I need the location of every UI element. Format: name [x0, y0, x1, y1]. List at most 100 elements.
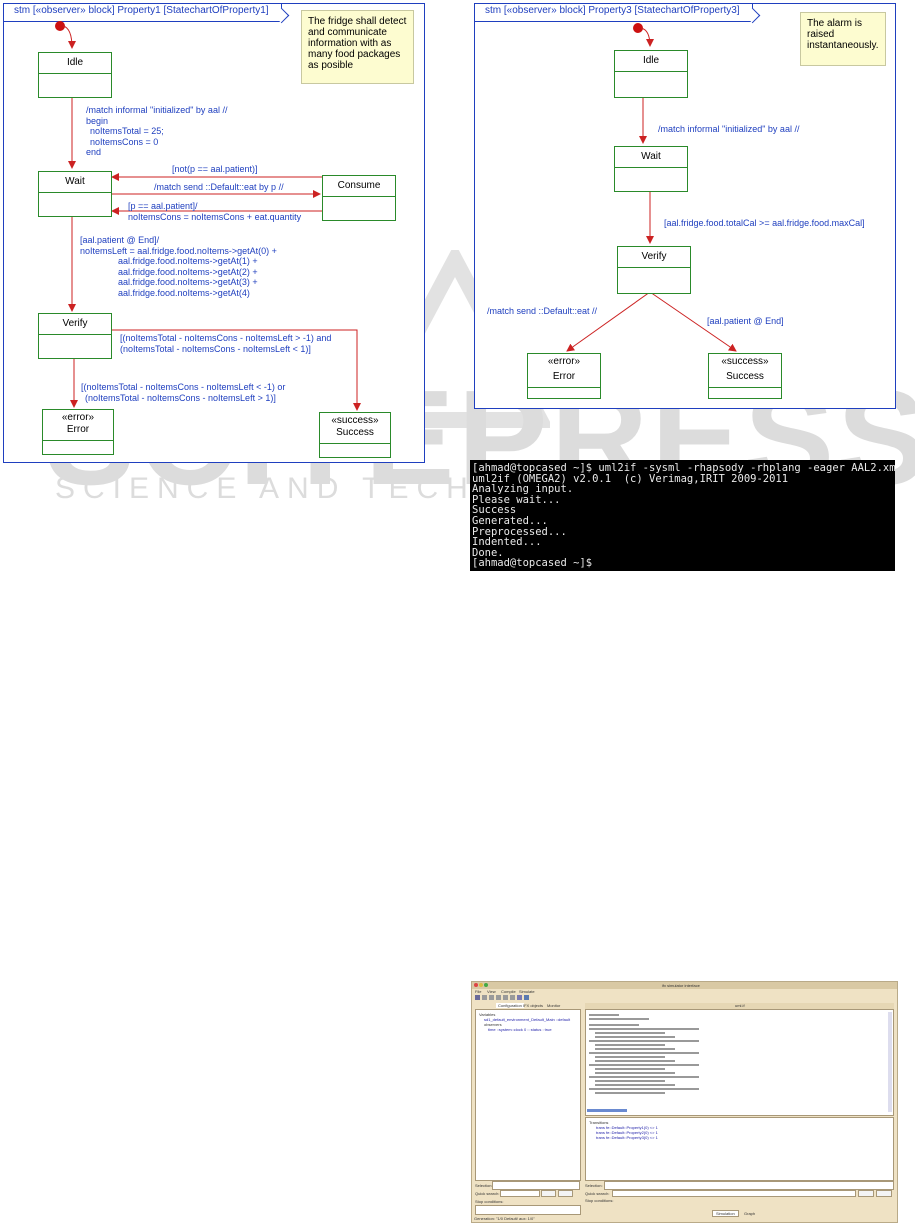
transition-item[interactable]: trans fe::Default::Property1(0) <> 1: [596, 1125, 658, 1130]
search-prev-button-right[interactable]: [858, 1190, 874, 1197]
search-prev-button[interactable]: [541, 1190, 556, 1197]
editor-titlebar: uml.if: [585, 1003, 894, 1009]
note-line: instantaneously.: [807, 40, 879, 51]
minimize-icon[interactable]: [479, 983, 483, 987]
transition-label-error-guard: [(noItemsTotal - noItemsCons - noItemsLe…: [81, 382, 286, 403]
transition-label-success-guard: [(noItemsTotal - noItemsCons - noItemsLe…: [120, 333, 332, 354]
frame-title: stm [«observer» block] Property3 [Statec…: [475, 4, 753, 22]
state-name: Wait: [615, 147, 687, 168]
terminal-line: uml2if (OMEGA2) v2.0.1 (c) Verimag,IRIT …: [472, 472, 789, 485]
state-success: «success» Success: [708, 353, 782, 399]
note-line: information with as: [308, 38, 392, 49]
left-tabbar: Configuration IFX objects Monitor: [496, 1003, 576, 1008]
terminal-line: Indented...: [472, 536, 542, 549]
search-next-button[interactable]: [558, 1190, 573, 1197]
transition-label-match-send: /match send ::Default::eat by p //: [154, 182, 284, 192]
tab-monitor[interactable]: Monitor: [547, 1003, 561, 1008]
terminal-line: Success: [472, 504, 517, 517]
state-name: Success: [726, 371, 764, 382]
settings-icon[interactable]: [524, 995, 529, 1000]
note-property3: The alarm is raised instantaneously.: [800, 12, 886, 66]
maximize-icon[interactable]: [484, 983, 488, 987]
back-icon[interactable]: [489, 995, 494, 1000]
editor-selection-highlight: [587, 1109, 627, 1112]
quick-search-input-right[interactable]: [612, 1190, 856, 1197]
tree-item[interactable]: time ::system::clock 0 :: status : true: [488, 1027, 552, 1032]
state-verify: Verify: [38, 313, 112, 359]
code-lines: [589, 1012, 869, 1096]
ifx-simulator-window: ifx simulator interface File View Compil…: [471, 981, 898, 1223]
note-line: The fridge shall detect: [308, 16, 407, 27]
tree-item[interactable]: observers: [484, 1022, 502, 1027]
transition-item[interactable]: trans fe::Default::Property3(0) <> 1: [596, 1135, 658, 1140]
transitions-property3: [566, 23, 737, 352]
terminal-line: Done.: [472, 546, 504, 559]
search-next-button-right[interactable]: [876, 1190, 892, 1197]
note-line: and communicate: [308, 27, 387, 38]
terminal-line: Preprocessed...: [472, 525, 567, 538]
transition-label-patient: [p == aal.patient]/ noItemsCons = noItem…: [128, 201, 302, 222]
tab-simulation[interactable]: Simulation: [712, 1210, 739, 1217]
filter-icon[interactable]: [517, 995, 522, 1000]
state-verify: Verify: [617, 246, 691, 294]
state-success: «success» Success: [319, 412, 391, 458]
stop-conditions-label: Stop conditions:: [475, 1199, 504, 1204]
tab-ifx-objects[interactable]: IFX objects: [523, 1003, 544, 1008]
window-title: ifx simulator interface: [662, 983, 700, 988]
state-name: Error: [552, 371, 576, 382]
terminal-output: [ahmad@topcased ~]$ uml2if -sysml -rhaps…: [470, 460, 895, 571]
state-name: Error: [66, 424, 90, 435]
state-error: «error» Error: [42, 409, 114, 455]
tree-item[interactable]: Variables: [479, 1012, 496, 1017]
state-idle: Idle: [38, 52, 112, 98]
selection-field-right[interactable]: [604, 1181, 894, 1190]
state-wait: Wait: [38, 171, 112, 217]
state-name: Success: [336, 427, 374, 438]
selection-field[interactable]: [492, 1181, 580, 1190]
stop-conditions-field[interactable]: [475, 1205, 581, 1215]
quick-search-input[interactable]: [500, 1190, 540, 1197]
transition-item[interactable]: trans fe::Default::Property2(0) <> 1: [596, 1130, 658, 1135]
frame-title: stm [«observer» block] Property1 [Statec…: [4, 4, 282, 22]
state-stereotype: «success»: [721, 356, 769, 367]
note-line: many food packages: [308, 49, 401, 60]
editor-scrollbar[interactable]: [888, 1012, 892, 1112]
initial-pseudostate: [633, 23, 643, 33]
menu-simulate[interactable]: Simulate: [519, 989, 535, 994]
transitions-label: Transitions: [589, 1120, 609, 1125]
quick-search-label-right: Quick search:: [585, 1191, 610, 1196]
note-property1: The fridge shall detect and communicate …: [301, 10, 414, 84]
menu-view[interactable]: View: [487, 989, 496, 994]
state-name: Idle: [39, 53, 111, 74]
terminal-line: [ahmad@topcased ~]$: [472, 557, 593, 570]
step-icon[interactable]: [482, 995, 487, 1000]
state-name: Idle: [615, 51, 687, 72]
state-name: Wait: [39, 172, 111, 193]
transition-label-init: /match informal "initialized" by aal //: [658, 124, 800, 134]
variables-tree: Variables sd1_default_environment_Defaul…: [475, 1009, 581, 1181]
terminal-line: Please wait...: [472, 493, 561, 506]
transition-label-end: [aal.patient @ End]: [707, 316, 784, 326]
run-icon[interactable]: [475, 995, 480, 1000]
state-stereotype: «success»: [331, 415, 379, 426]
terminal-line: Generated...: [472, 514, 548, 527]
step-into-icon[interactable]: [503, 995, 508, 1000]
note-line: as posible: [308, 60, 354, 71]
menu-file[interactable]: File: [475, 989, 482, 994]
stop-icon[interactable]: [510, 995, 515, 1000]
tab-graph[interactable]: Graph: [744, 1211, 756, 1216]
state-name: Consume: [323, 176, 395, 197]
code-editor[interactable]: [585, 1009, 894, 1116]
tab-configuration[interactable]: Configuration: [496, 1003, 524, 1008]
step-over-icon[interactable]: [496, 995, 501, 1000]
initial-pseudostate: [55, 21, 65, 31]
note-line: The alarm is: [807, 18, 863, 29]
state-error: «error» Error: [527, 353, 601, 399]
transition-label-eat: /match send ::Default::eat //: [487, 306, 598, 316]
state-name: Verify: [618, 247, 690, 268]
note-line: raised: [807, 29, 835, 40]
close-icon[interactable]: [474, 983, 478, 987]
menu-compile[interactable]: Compile: [501, 989, 516, 994]
state-stereotype: «error»: [547, 356, 581, 367]
tree-item[interactable]: sd1_default_environment_Default_Main ::d…: [484, 1017, 571, 1022]
